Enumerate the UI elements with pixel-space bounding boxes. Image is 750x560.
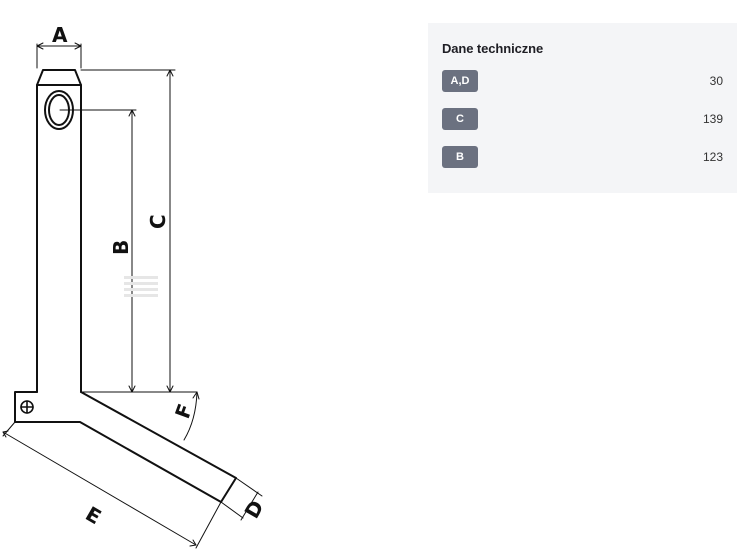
dimension-e-lines	[2, 421, 222, 549]
dimension-d-lines	[220, 477, 263, 521]
watermark-logo	[124, 276, 158, 297]
bent-handle	[14, 391, 237, 503]
handle-ring-hole	[20, 400, 34, 414]
spec-row-a-d: A,D 30	[442, 70, 723, 92]
dimension-f-arc	[183, 391, 200, 441]
spec-value-a-d: 30	[709, 74, 723, 88]
spec-value-c: 139	[702, 112, 723, 126]
spec-value-b: 123	[702, 150, 723, 164]
dimension-label-f: F	[170, 401, 197, 422]
spec-badge-b: B	[442, 146, 478, 168]
technical-data-panel: Dane techniczne A,D 30 C 139 B 123	[428, 23, 737, 193]
dimension-label-d: D	[240, 496, 269, 522]
dimension-label-e: E	[82, 502, 106, 530]
dimension-c-lines	[80, 69, 176, 393]
dimension-label-a: A	[52, 23, 68, 47]
technical-data-title: Dane techniczne	[442, 41, 544, 56]
dimension-a-lines	[36, 42, 82, 69]
spec-row-c: C 139	[442, 108, 723, 130]
dimension-label-c: C	[146, 214, 170, 229]
pin-body	[36, 69, 82, 393]
dimension-label-b: B	[109, 240, 133, 255]
spec-badge-c: C	[442, 108, 478, 130]
spec-row-b: B 123	[442, 146, 723, 168]
technical-drawing: A C B F E D	[2, 23, 269, 549]
pin-dimension-drawing: A C B F E D	[2, 23, 269, 549]
spec-badge-a-d: A,D	[442, 70, 478, 92]
